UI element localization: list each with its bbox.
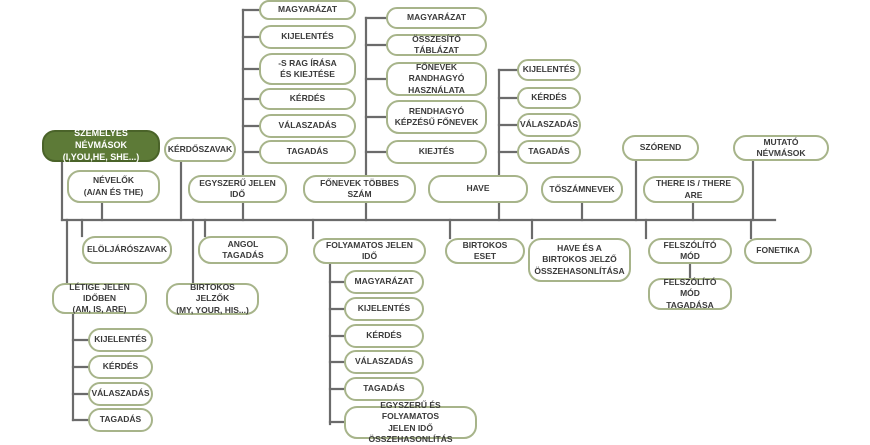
node-fon-rendhagyo-kepzesu[interactable]: RENDHAGYÓ KÉPZÉSŰ FŐNEVEK <box>386 100 487 134</box>
node-fon-magyarazat[interactable]: MAGYARÁZAT <box>386 7 487 29</box>
node-egy-magyarazat[interactable]: MAGYARÁZAT <box>259 0 356 20</box>
node-have-birtokos-jelzo[interactable]: HAVE ÉS A BIRTOKOS JELZŐ ÖSSZEHASONLÍTÁS… <box>528 238 631 282</box>
node-letige[interactable]: LÉTIGE JELEN IDŐBEN (AM, IS, ARE) <box>52 282 147 314</box>
node-letige-valaszadas[interactable]: VÁLASZADÁS <box>88 382 153 406</box>
node-felszolito-mod-tagadasa[interactable]: FELSZÓLÍTÓ MÓD TAGADÁSA <box>648 277 732 310</box>
node-nevelok[interactable]: NÉVELŐK (A/AN ÉS THE) <box>67 170 160 203</box>
node-have-kijelentes[interactable]: KIJELENTÉS <box>517 59 581 81</box>
node-kerdoszavak[interactable]: KÉRDŐSZAVAK <box>164 137 236 162</box>
node-toszamnevek[interactable]: TŐSZÁMNEVEK <box>541 176 623 203</box>
node-have-tagadas[interactable]: TAGADÁS <box>517 140 581 164</box>
node-have-valaszadas[interactable]: VÁLASZADÁS <box>517 113 581 137</box>
node-fonevek-tobbes-szam[interactable]: FŐNEVEK TÖBBES SZÁM <box>303 175 416 203</box>
node-egyszeru-jelen-ido[interactable]: EGYSZERŰ JELEN IDŐ <box>188 175 287 203</box>
node-egy-s-rag[interactable]: -S RAG ÍRÁSA ÉS KIEJTÉSE <box>259 53 356 85</box>
node-letige-kerdes[interactable]: KÉRDÉS <box>88 355 153 379</box>
node-fol-tagadas[interactable]: TAGADÁS <box>344 377 424 401</box>
node-fon-osszesito-tablazat[interactable]: ÖSSZESÍTŐ TÁBLÁZAT <box>386 34 487 56</box>
node-have-kerdes[interactable]: KÉRDÉS <box>517 87 581 109</box>
node-fol-magyarazat[interactable]: MAGYARÁZAT <box>344 270 424 294</box>
node-birtokos-eset[interactable]: BIRTOKOS ESET <box>445 238 525 264</box>
node-fol-kerdes[interactable]: KÉRDÉS <box>344 324 424 348</box>
node-birtokos-jelzok[interactable]: BIRTOKOS JELZŐK (MY, YOUR, HIS...) <box>166 282 259 315</box>
node-letige-kijelentes[interactable]: KIJELENTÉS <box>88 328 153 352</box>
node-fonetika[interactable]: FONETIKA <box>744 238 812 264</box>
node-have[interactable]: HAVE <box>428 175 528 203</box>
node-fol-kijelentes[interactable]: KIJELENTÉS <box>344 297 424 321</box>
node-angol-tagadas[interactable]: ANGOL TAGADÁS <box>198 236 288 264</box>
node-there-is-there-are[interactable]: THERE IS / THERE ARE <box>643 176 744 203</box>
node-mutato-nevmasok[interactable]: MUTATÓ NÉVMÁSOK <box>733 135 829 161</box>
node-egy-tagadas[interactable]: TAGADÁS <box>259 140 356 164</box>
node-egy-kijelentes[interactable]: KIJELENTÉS <box>259 25 356 49</box>
node-felszolito-mod[interactable]: FELSZÓLÍTÓ MÓD <box>648 238 732 264</box>
node-egy-kerdes[interactable]: KÉRDÉS <box>259 88 356 110</box>
node-fon-randhagyo[interactable]: FŐNEVEK RANDHAGYÓ HASZNÁLATA <box>386 62 487 96</box>
node-szemelyes-nevmasok[interactable]: SZEMÉLYES NÉVMÁSOK (I,YOU,HE, SHE...) <box>42 128 160 162</box>
node-szorend[interactable]: SZÓREND <box>622 135 699 161</box>
node-egy-valaszadas[interactable]: VÁLASZADÁS <box>259 114 356 138</box>
node-fol-valaszadas[interactable]: VÁLASZADÁS <box>344 350 424 374</box>
node-eloljaroszavak[interactable]: ELÖLJÁRÓSZAVAK <box>82 236 172 264</box>
node-folyamatos-jelen-ido[interactable]: FOLYAMATOS JELEN IDŐ <box>313 238 426 264</box>
node-letige-tagadas[interactable]: TAGADÁS <box>88 408 153 432</box>
node-fol-osszehasonlitas[interactable]: EGYSZERŰ ÉS FOLYAMATOS JELEN IDŐ ÖSSZEHA… <box>344 400 477 444</box>
node-fon-kiejtes[interactable]: KIEJTÉS <box>386 140 487 164</box>
